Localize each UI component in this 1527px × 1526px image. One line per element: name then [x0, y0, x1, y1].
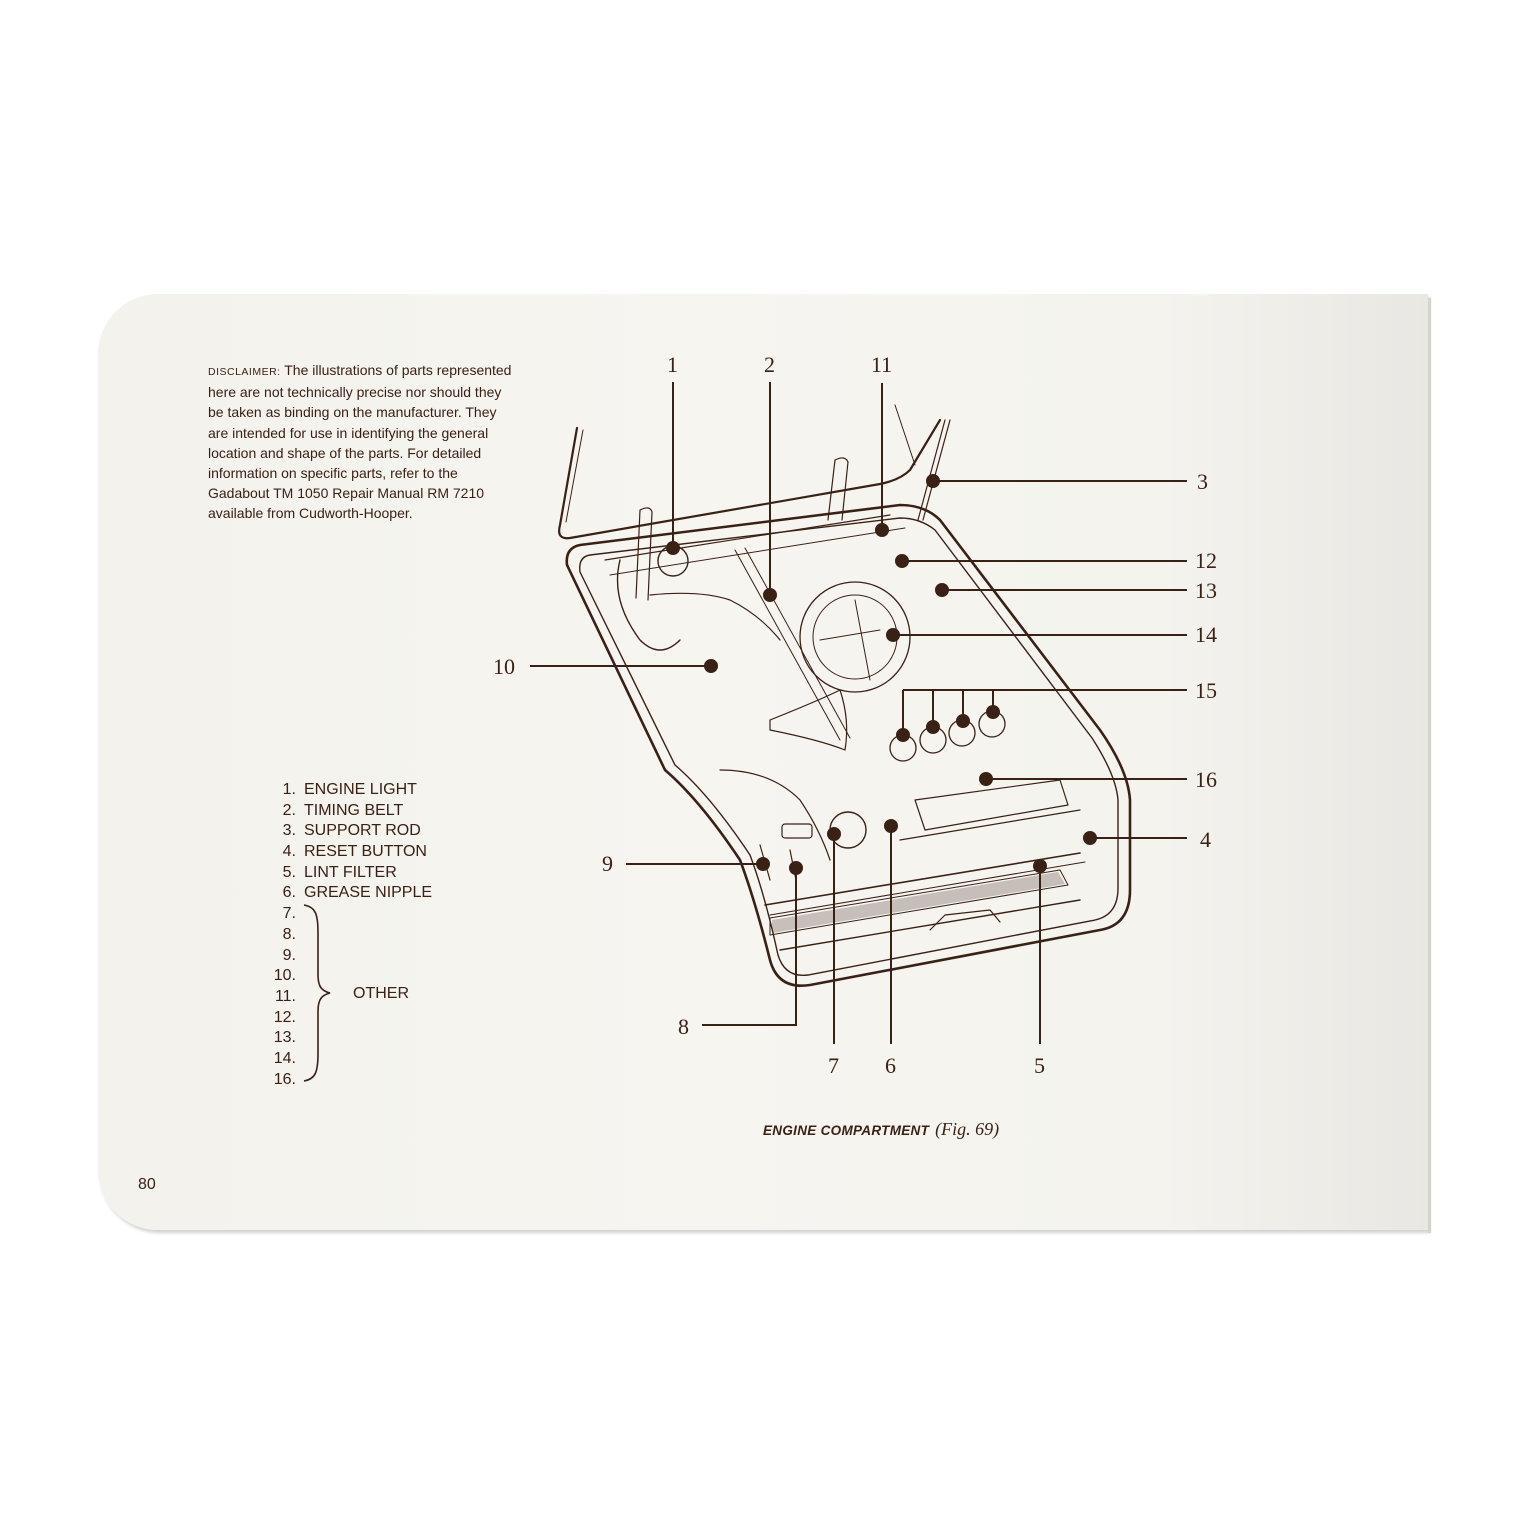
- legend-item: 16.: [273, 1070, 296, 1088]
- callout-12: 12: [1195, 548, 1217, 573]
- legend-item: 3.SUPPORT ROD: [282, 822, 421, 840]
- callout-1: 1: [667, 352, 678, 377]
- legend-group-other: OTHER: [353, 985, 409, 1002]
- legend-item: 6.GREASE NIPPLE: [282, 884, 433, 902]
- legend-item: 2.TIMING BELT: [282, 801, 404, 819]
- disclaimer: DISCLAIMER: The illustrations of parts r…: [208, 360, 518, 524]
- disclaimer-text: The illustrations of parts represented h…: [208, 362, 512, 522]
- legend-item: 4.RESET BUTTON: [282, 843, 427, 861]
- disclaimer-lead: DISCLAIMER:: [208, 366, 281, 378]
- callout-10: 10: [493, 654, 515, 679]
- page-edge-shadow: [1428, 298, 1431, 1233]
- figure-caption: ENGINE COMPARTMENT (Fig. 69): [763, 1119, 999, 1140]
- legend-item: 10.: [273, 967, 296, 985]
- legend-item: 9.: [282, 946, 296, 964]
- callout-9: 9: [602, 851, 613, 876]
- legend-item: 1.ENGINE LIGHT: [282, 781, 417, 798]
- legend-item: 13.: [273, 1029, 296, 1047]
- callout-5: 5: [1034, 1053, 1045, 1078]
- legend-item: 5.LINT FILTER: [282, 863, 397, 881]
- manual-page: DISCLAIMER: The illustrations of parts r…: [98, 294, 1431, 1233]
- parts-legend: 1.ENGINE LIGHT 2.TIMING BELT 3.SUPPORT R…: [268, 780, 432, 1090]
- page-number: 80: [138, 1176, 156, 1193]
- legend-item: 7.: [282, 905, 296, 923]
- curly-brace-icon: [303, 904, 331, 1082]
- callout-13: 13: [1195, 578, 1217, 603]
- callout-11: 11: [871, 352, 892, 377]
- callout-8: 8: [678, 1014, 689, 1039]
- figure-title: ENGINE COMPARTMENT: [763, 1123, 930, 1138]
- callout-3: 3: [1197, 469, 1208, 494]
- callout-6: 6: [885, 1053, 896, 1078]
- callout-15: 15: [1195, 678, 1217, 703]
- callout-16: 16: [1195, 767, 1217, 792]
- figure-ref: (Fig. 69): [935, 1119, 1000, 1139]
- legend-item: 8.: [282, 925, 296, 943]
- callout-7: 7: [828, 1053, 839, 1078]
- legend-item: 12.: [273, 1008, 296, 1026]
- callout-2: 2: [764, 352, 775, 377]
- callout-4: 4: [1200, 827, 1211, 852]
- callout-14: 14: [1195, 622, 1217, 647]
- legend-item: 11.: [274, 987, 296, 1005]
- legend-item: 14.: [273, 1049, 296, 1067]
